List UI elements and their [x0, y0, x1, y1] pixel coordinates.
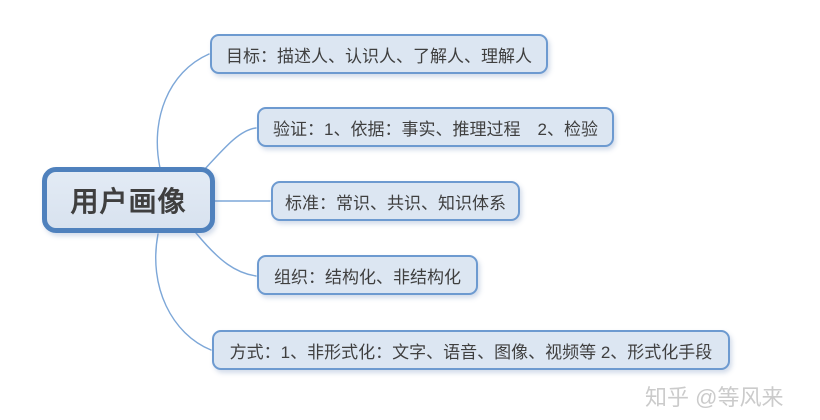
connector-verification: [203, 127, 257, 171]
connector-organization: [195, 232, 257, 277]
connector-method: [155, 233, 212, 351]
mindmap-branch-goal: 目标：描述人、认识人、了解人、理解人: [210, 34, 548, 74]
mindmap-root-node: 用户画像: [42, 167, 215, 233]
mindmap-branch-organization: 组织：结构化、非结构化: [257, 255, 478, 295]
mindmap-branch-standard: 标准：常识、共识、知识体系: [271, 181, 520, 221]
zhihu-watermark: 知乎 @等风来: [645, 385, 784, 410]
mindmap-branch-method: 方式：1、非形式化：文字、语音、图像、视频等 2、形式化手段: [212, 330, 730, 370]
mindmap-branch-verification: 验证：1、依据：事实、推理过程 2、检验: [257, 107, 614, 147]
connector-goal: [156, 53, 210, 169]
